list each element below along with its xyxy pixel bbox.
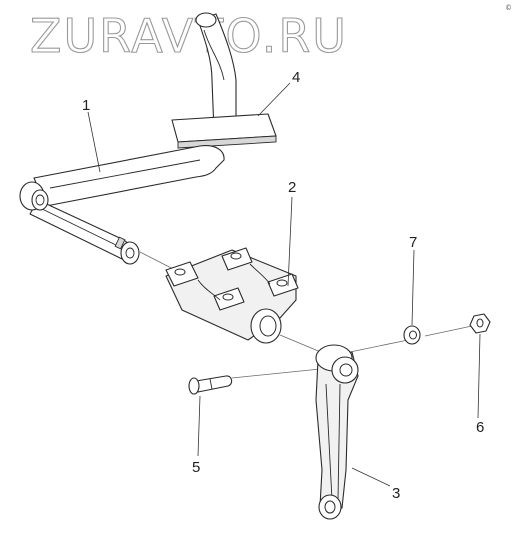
callout-2: 2 [288,179,296,196]
corner-mark: © [505,4,512,12]
nut-part-6 [469,313,491,334]
watermark-text: ZURAVTO.RU [30,9,348,63]
washer-part-7 [403,325,421,345]
pin-part-5 [188,375,233,395]
bracket-part-2 [165,247,299,344]
leader-lines [87,82,481,487]
shaft-lever-part-1 [19,145,225,265]
callout-labels: 1 4 2 7 6 5 3 [82,69,484,502]
callout-5: 5 [192,459,200,476]
callout-6: 6 [476,419,484,436]
callout-4: 4 [292,69,300,86]
callout-1: 1 [82,97,90,114]
callout-7: 7 [409,234,417,251]
lever-part-3 [315,344,359,520]
callout-3: 3 [392,485,400,502]
pedal-pad-part-4 [171,12,277,149]
